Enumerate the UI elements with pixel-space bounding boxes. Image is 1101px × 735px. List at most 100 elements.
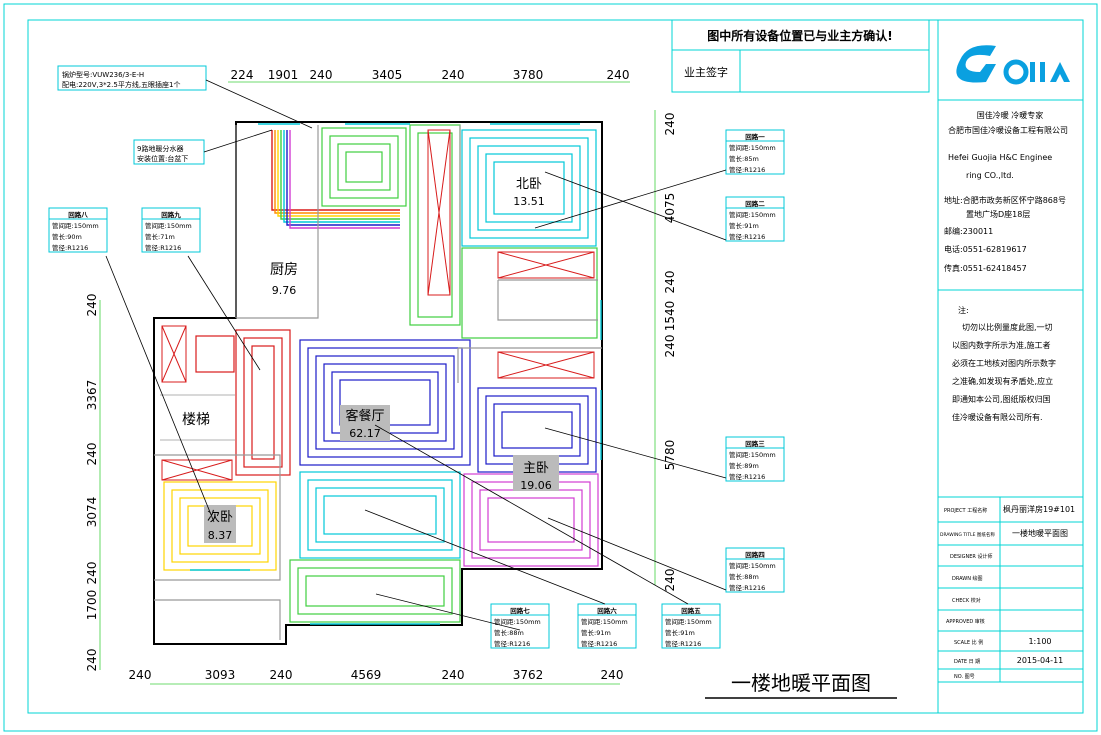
interior-walls	[154, 125, 602, 640]
dimension-label: 1700	[85, 590, 99, 621]
room-north-bedroom: 北卧 13.51	[513, 177, 545, 208]
dimension-label: 240	[129, 668, 152, 682]
dimension-label: 240	[663, 271, 677, 294]
company-postcode: 邮编:230011	[944, 226, 993, 236]
dimension-label: 240	[663, 569, 677, 592]
loop-length: 管长:90m	[52, 232, 82, 241]
drawn-label: DRAWN 绘图	[952, 575, 983, 582]
boiler-callout: 锅炉型号:VUW236/3-E-H 配电:220V,3*2.5平方线,五眼插座1…	[57, 65, 313, 129]
loop-title: 回路一	[745, 132, 765, 141]
heating-loop-living-south	[289, 559, 461, 623]
drawing-label: DRAWING TITLE 图纸名称	[940, 531, 995, 538]
note-line: 切勿以比例量度此图,一切	[962, 322, 1053, 332]
loop-title: 回路四	[745, 550, 765, 559]
dimension-label: 240	[85, 294, 99, 317]
note-title: 注:	[958, 305, 969, 315]
boiler-model: 锅炉型号:VUW236/3-E-H	[62, 70, 144, 79]
title-block: PROJECT 工程名称 枫丹丽洋房19#101 DRAWING TITLE 图…	[938, 496, 1083, 683]
company-address-2: 置地广场D座18层	[966, 209, 1030, 219]
dimension-label: 3780	[513, 68, 544, 82]
room-area: 8.37	[208, 529, 233, 542]
company-phone: 电话:0551-62819617	[944, 244, 1027, 254]
dimension-label: 1540	[663, 301, 677, 332]
dimension-label: 240	[85, 443, 99, 466]
heating-loop-living-middle	[299, 471, 461, 559]
loop-title: 回路六	[597, 606, 617, 615]
heating-loop-corridor-north	[321, 127, 407, 207]
scale-value: 1:100	[1028, 637, 1051, 646]
loop-spec: 管径:R1216	[729, 472, 765, 481]
loop-leader-lines	[105, 169, 727, 631]
loop-spacing: 管间距:150mm	[52, 221, 99, 230]
dimension-label: 3405	[372, 68, 403, 82]
room-stairs: 楼梯	[182, 412, 210, 428]
designer-label: DESIGNER 设计师	[950, 553, 993, 560]
dimension-label: 240	[85, 562, 99, 585]
project-label: PROJECT 工程名称	[944, 507, 987, 514]
loop-spec: 管径:R1216	[145, 243, 181, 252]
project-value: 枫丹丽洋房19#101	[1003, 504, 1075, 514]
owner-confirmation-box: 图中所有设备位置已与业主方确认! 业主签字	[671, 19, 930, 93]
company-panel: 国佳冷暖 冷暖专家 合肥市国佳冷暖设备工程有限公司 Hefei Guojia H…	[937, 19, 1084, 714]
room-name: 楼梯	[182, 412, 210, 428]
dimension-lines	[99, 81, 656, 685]
room-living-dining: 客餐厅 62.17	[340, 405, 390, 441]
manifold-supply-lines	[271, 130, 400, 229]
dimension-label: 1901	[268, 68, 299, 82]
loop-title: 回路七	[510, 606, 530, 615]
room-second-bedroom: 次卧 8.37	[204, 505, 236, 543]
structure-column-markers	[161, 129, 595, 481]
loop-title: 回路二	[745, 199, 765, 208]
room-name: 北卧	[516, 177, 542, 192]
loop-length: 管长:71m	[145, 232, 175, 241]
note-line: 以图内数字所示为准,施工者	[952, 340, 1051, 350]
scale-label: SCALE 比 例	[954, 639, 983, 646]
manifold-callout: 9路地暖分水器 安装位置:台盆下	[133, 129, 273, 165]
dimension-label: 240	[85, 649, 99, 672]
room-area: 19.06	[520, 479, 552, 492]
room-name: 主卧	[523, 461, 549, 476]
note-line: 即通知本公司,图纸版权归国	[952, 394, 1051, 404]
building-walls	[153, 121, 603, 645]
company-slogan: 国佳冷暖 冷暖专家	[977, 110, 1044, 120]
loop-spec: 管径:R1216	[581, 639, 617, 648]
dimension-label: 240	[310, 68, 333, 82]
boiler-power: 配电:220V,3*2.5平方线,五眼插座1个	[62, 80, 181, 89]
loop-title: 回路八	[68, 210, 88, 219]
dimension-label: 4569	[351, 668, 382, 682]
loop-spacing: 管间距:150mm	[729, 450, 776, 459]
manifold-location: 安装位置:台盆下	[137, 154, 188, 163]
heating-loop-stair-corridor	[195, 329, 291, 476]
loop-length: 管长:91m	[729, 221, 759, 230]
company-name-en-1: Hefei Guojia H&C Enginee	[948, 153, 1052, 162]
drawing-value: 一楼地暖平面图	[1012, 528, 1068, 538]
outer-frame	[3, 3, 1098, 732]
room-area: 9.76	[272, 284, 297, 297]
notice-text: 图中所有设备位置已与业主方确认!	[707, 28, 892, 43]
loop-spec: 管径:R1216	[494, 639, 530, 648]
company-fax: 传真:0551-62418457	[944, 263, 1027, 273]
loop-title: 回路三	[745, 439, 765, 448]
dimension-label: 240	[607, 68, 630, 82]
loop-spacing: 管间距:150mm	[581, 617, 628, 626]
loop-spec: 管径:R1216	[729, 583, 765, 592]
date-value: 2015-04-11	[1017, 656, 1064, 665]
check-label: CHECK 校对	[952, 597, 981, 604]
company-name-cn: 合肥市国佳冷暖设备工程有限公司	[948, 125, 1068, 135]
room-area: 13.51	[513, 195, 545, 208]
dimension-label: 224	[231, 68, 254, 82]
room-master-bedroom: 主卧 19.06	[513, 455, 559, 492]
stairs	[160, 394, 235, 441]
loop-length: 管长:88m	[729, 572, 759, 581]
loop-spec: 管径:R1216	[729, 165, 765, 174]
loop-title: 回路五	[681, 606, 701, 615]
